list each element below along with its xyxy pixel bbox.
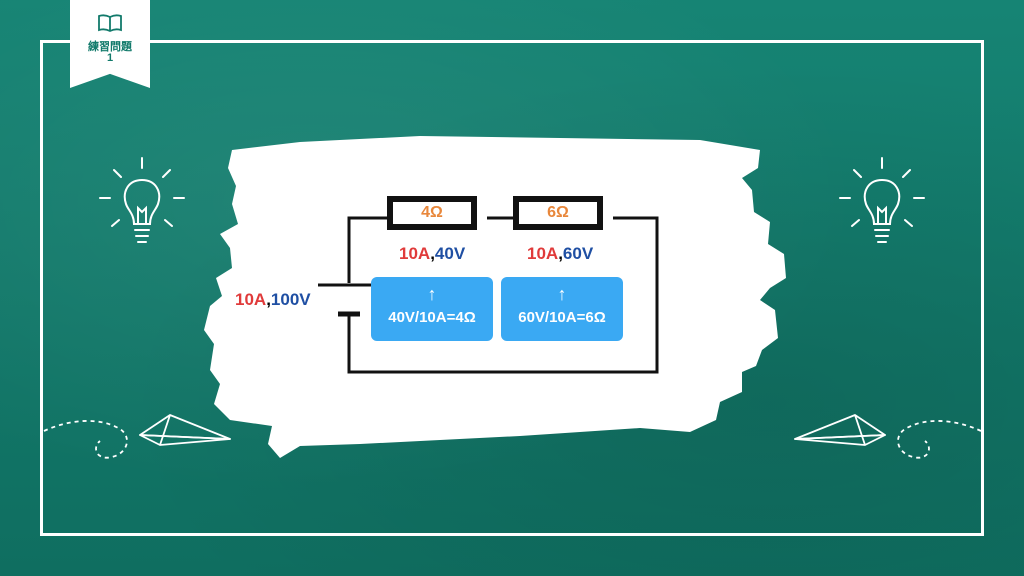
- open-book-icon: [98, 14, 122, 32]
- voltage-value: 40V: [434, 244, 466, 263]
- paper-airplane-icon: [794, 414, 982, 459]
- separator: ,: [266, 290, 271, 309]
- resistor-4ohm: 4Ω: [387, 196, 477, 230]
- lightbulb-icon: [839, 157, 925, 243]
- current-value: 10A: [399, 244, 431, 263]
- voltage-value: 100V: [270, 290, 311, 309]
- up-arrow-icon: ↑: [427, 284, 437, 304]
- resistor-value: 6Ω: [547, 204, 569, 221]
- formula-card-6ohm: ↑ 60V/10A=6Ω: [501, 277, 623, 341]
- source-label: 10A,100V: [235, 290, 311, 310]
- current-value: 10A: [527, 244, 559, 263]
- voltage-value: 60V: [562, 244, 594, 263]
- separator: ,: [558, 244, 563, 263]
- exercise-tag: 練習問題 1: [70, 0, 150, 88]
- current-value: 10A: [235, 290, 267, 309]
- chalk-frame: [40, 40, 984, 536]
- resistor-4ohm-label: 10A,40V: [399, 244, 465, 264]
- exercise-tag-number: 1: [106, 52, 114, 64]
- separator: ,: [430, 244, 435, 263]
- lightbulb-icon: [99, 157, 185, 243]
- resistor-6ohm-label: 10A,60V: [527, 244, 593, 264]
- formula-text: 40V/10A=4Ω: [388, 309, 476, 326]
- formula-card-4ohm: ↑ 40V/10A=4Ω: [371, 277, 493, 341]
- paper-airplane-icon: [43, 414, 231, 459]
- exercise-tag-title: 練習問題: [88, 41, 132, 53]
- formula-text: 60V/10A=6Ω: [518, 309, 606, 326]
- resistor-value: 4Ω: [421, 204, 443, 221]
- up-arrow-icon: ↑: [557, 284, 567, 304]
- resistor-6ohm: 6Ω: [513, 196, 603, 230]
